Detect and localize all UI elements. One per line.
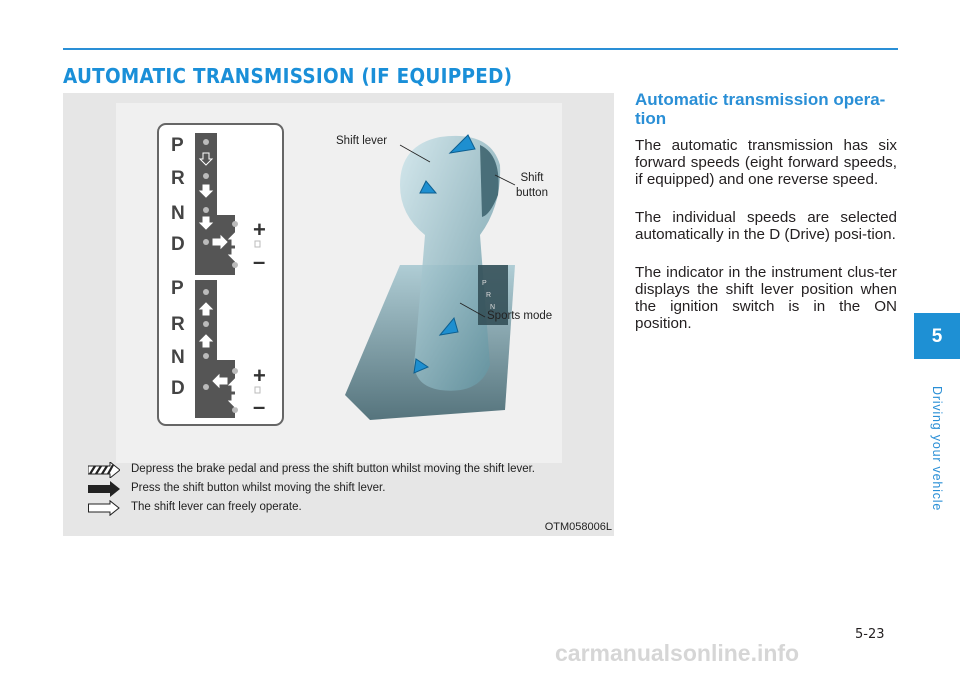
gate-minus: – xyxy=(253,249,266,274)
gate-letter-p: P xyxy=(171,278,184,299)
body-paragraph: The automatic transmission has six forwa… xyxy=(635,137,897,188)
svg-text:R: R xyxy=(486,292,491,299)
gear-indicator-plate xyxy=(478,265,508,325)
chapter-label: Driving your vehicle xyxy=(930,386,944,512)
callout-shift-button-line1: Shift xyxy=(520,172,544,184)
body-paragraph: The individual speeds are selected autom… xyxy=(635,209,897,243)
shift-button xyxy=(480,145,499,217)
sub-heading: Automatic transmission opera-tion xyxy=(635,90,886,128)
gate-plus: + xyxy=(253,217,266,242)
shift-gate-tracks xyxy=(195,133,261,418)
shift-arrow-down-icon xyxy=(419,180,438,194)
shift-lever-body xyxy=(400,135,501,391)
body-paragraph: The indicator in the instrument clus-ter… xyxy=(635,264,897,332)
gate-letter-r: R xyxy=(171,168,185,189)
callout-shift-button: Shift button xyxy=(510,171,554,201)
legend-text: The shift lever can freely operate. xyxy=(131,501,302,513)
sport-arrow-up-icon xyxy=(438,316,459,336)
gate-letter-n: N xyxy=(171,203,185,224)
shift-arrow-up-icon xyxy=(448,134,476,154)
watermark: carmanualsonline.info xyxy=(555,640,800,666)
gate-letter-r: R xyxy=(171,314,185,335)
svg-text:P: P xyxy=(482,280,487,287)
gate-letter-p: P xyxy=(171,135,184,156)
top-rule xyxy=(63,48,898,50)
chapter-tab[interactable]: 5 xyxy=(914,313,960,359)
page-number: 5-23 xyxy=(855,627,885,642)
legend-text: Press the shift button whilst moving the… xyxy=(131,482,386,494)
hatched-arrow-icon xyxy=(88,462,120,478)
gate-plus: + xyxy=(253,363,266,388)
legend-text: Depress the brake pedal and press the sh… xyxy=(131,463,535,475)
gate-letter-n: N xyxy=(171,347,185,368)
callout-shift-lever: Shift lever xyxy=(336,135,388,147)
solid-arrow-icon xyxy=(88,481,120,497)
shift-lever-illustration: P R N xyxy=(345,134,516,420)
shift-gate-diagram: P R N D + – P R N D + – xyxy=(157,123,284,426)
section-title: AUTOMATIC TRANSMISSION (IF EQUIPPED) xyxy=(63,64,513,88)
svg-text:N: N xyxy=(490,304,495,311)
figure-code: OTM058006L xyxy=(544,521,612,533)
callout-sports-mode: Sports mode xyxy=(487,310,553,322)
gate-letter-d: D xyxy=(171,234,185,255)
gate-letter-d: D xyxy=(171,378,185,399)
outline-arrow-icon xyxy=(88,500,120,516)
sport-arrow-down-icon xyxy=(413,358,430,374)
gate-minus: – xyxy=(253,394,266,419)
callout-shift-button-line2: button xyxy=(516,187,548,199)
